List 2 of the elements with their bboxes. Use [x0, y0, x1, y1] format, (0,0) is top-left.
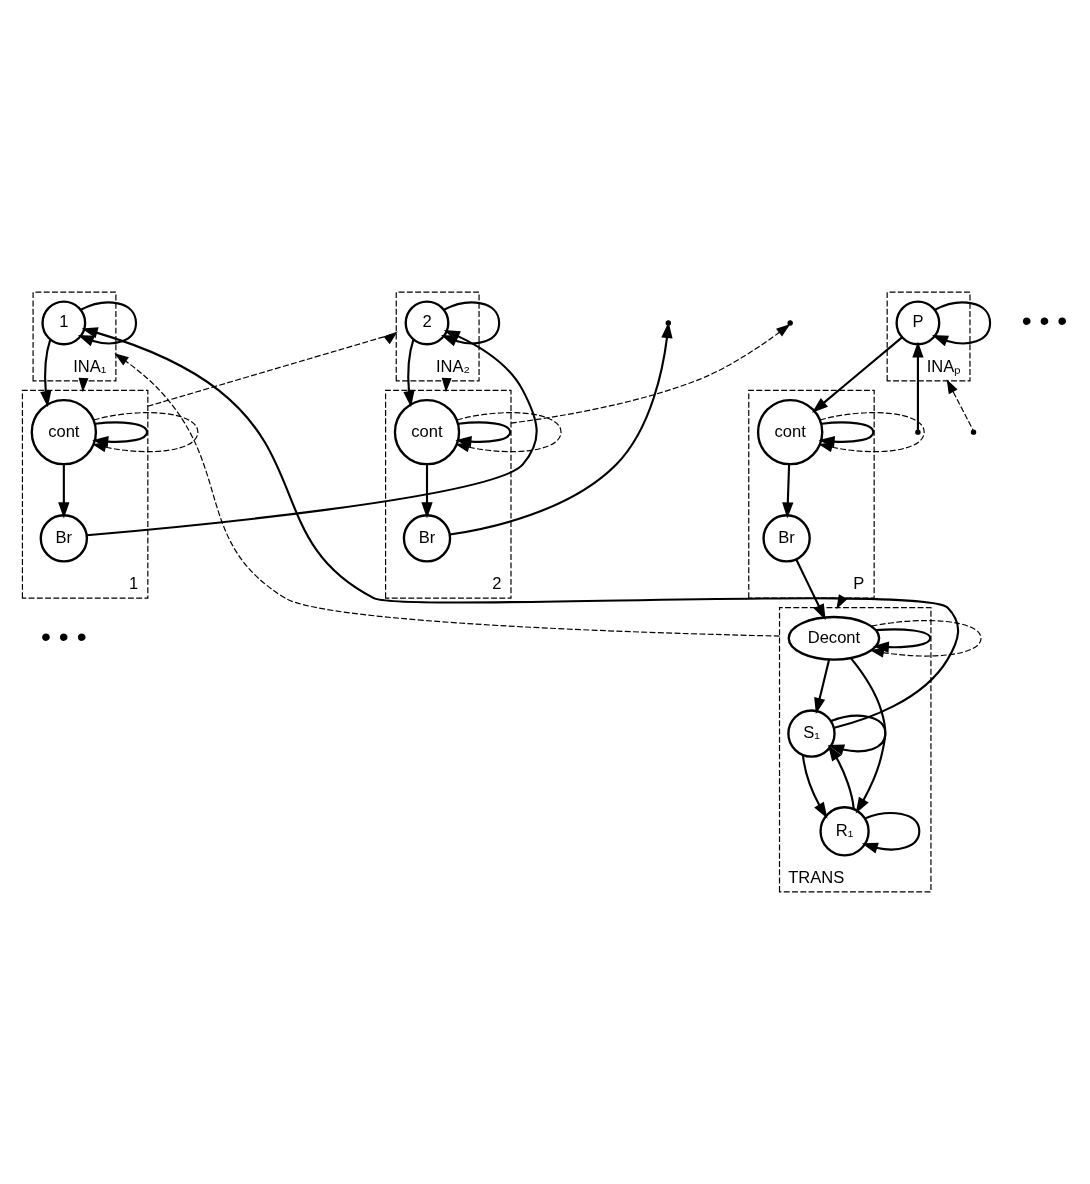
label: • • •: [1021, 304, 1068, 337]
label: • • •: [41, 619, 87, 652]
